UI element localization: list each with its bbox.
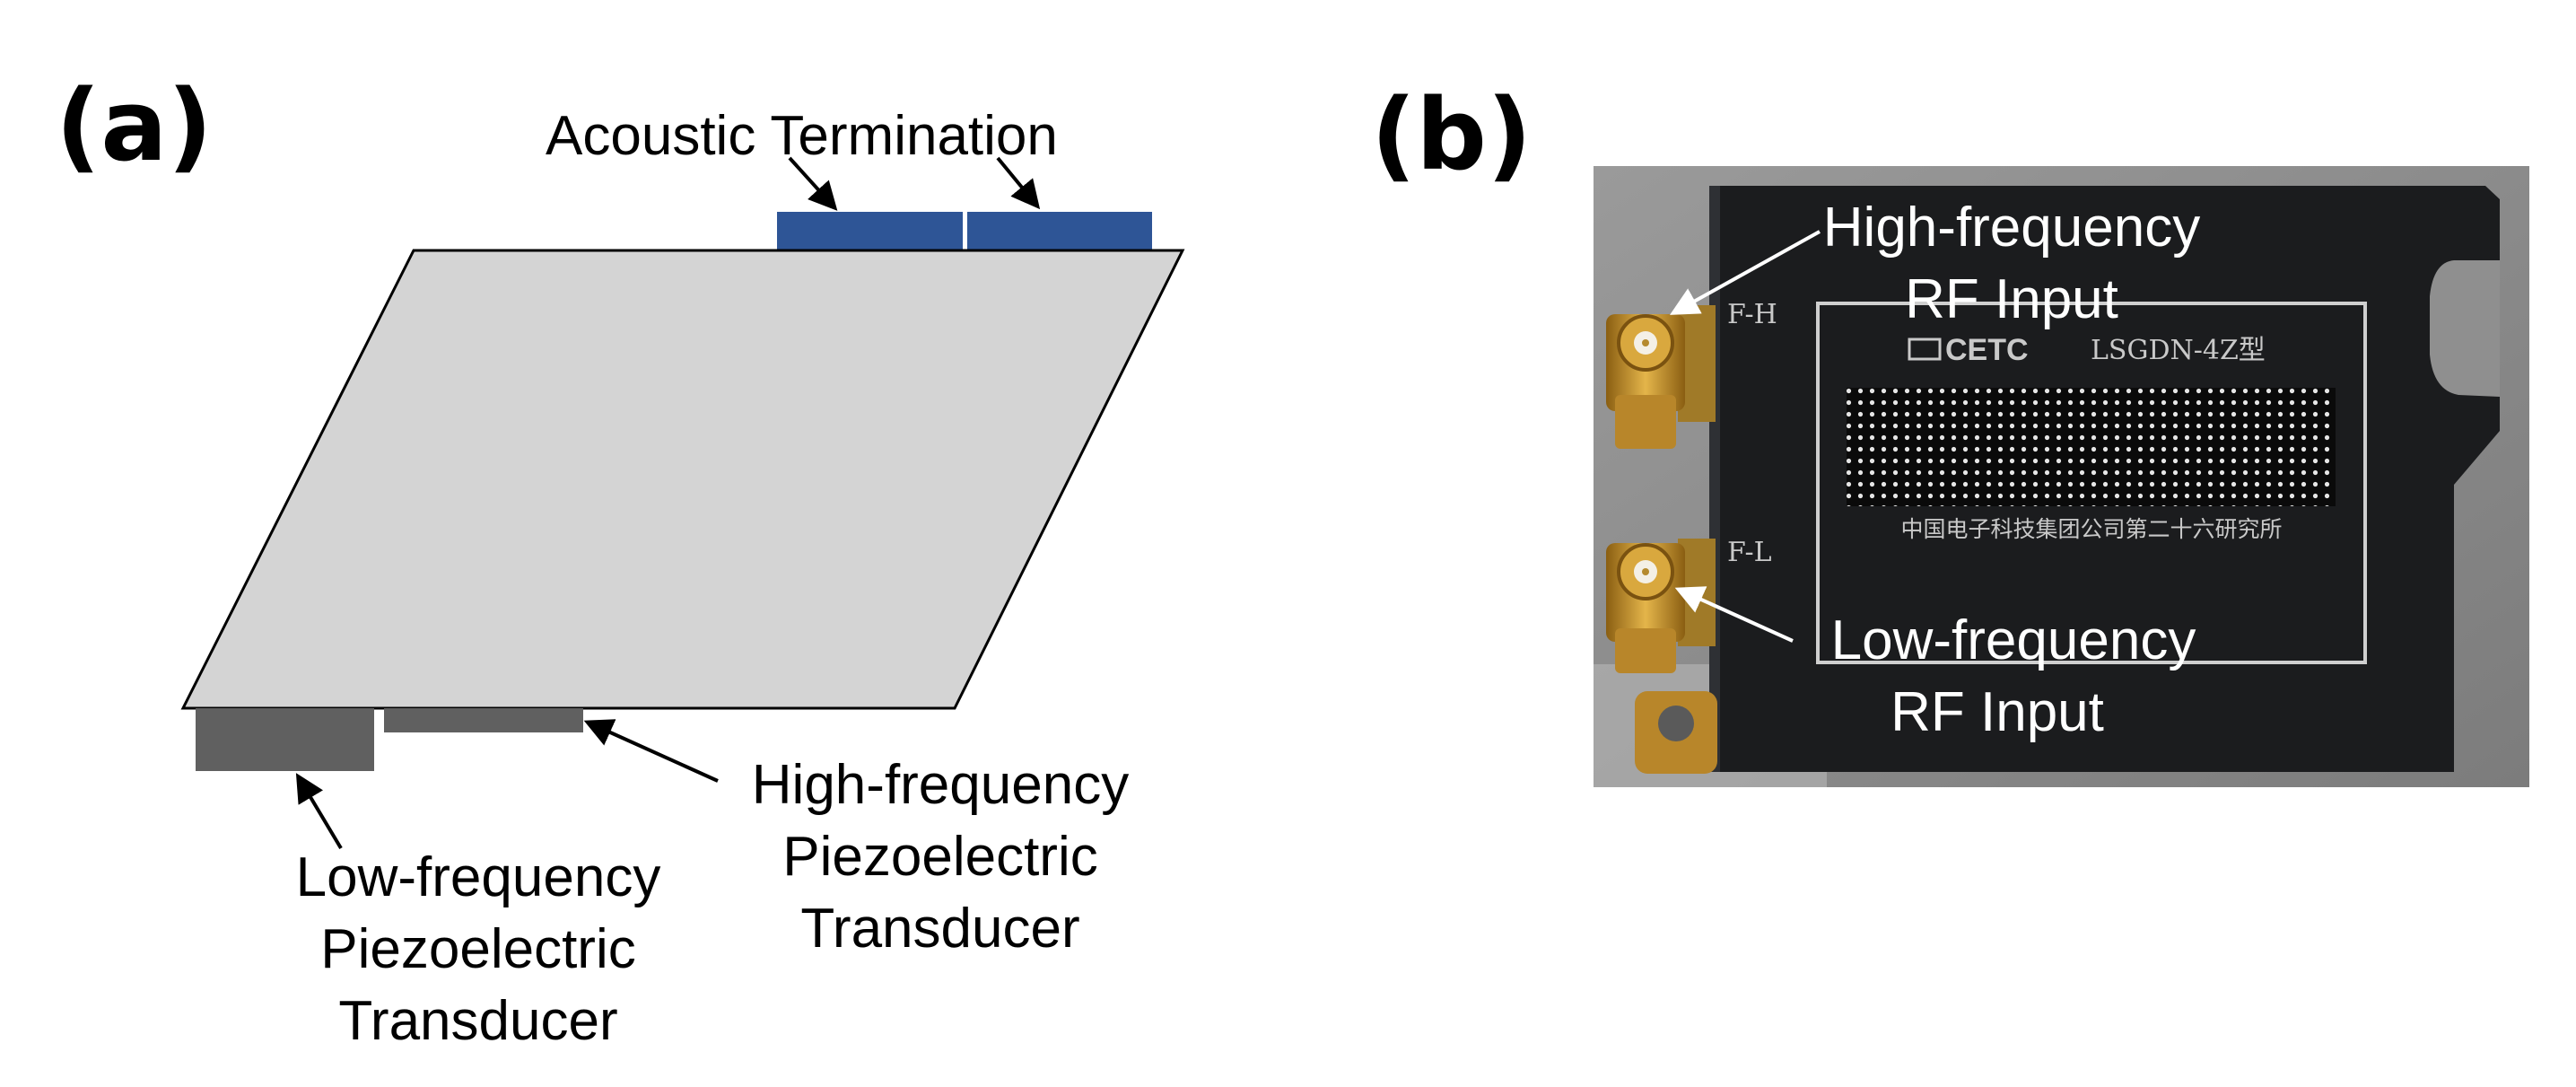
panel-b: (b) CETC LSGDN-4Z型 中国电子科技集团公司第二十六研究所 F-H… xyxy=(1371,77,2529,787)
svg-text:RF Input: RF Input xyxy=(1905,268,2118,330)
svg-text:Low-frequency: Low-frequency xyxy=(296,846,661,908)
svg-text:Transducer: Transducer xyxy=(800,898,1079,960)
high-frequency-transducer-label: High-frequency Piezoelectric Transducer xyxy=(752,754,1129,960)
dot-grid-window xyxy=(1847,388,2336,506)
svg-text:Piezoelectric: Piezoelectric xyxy=(320,918,635,980)
port-marking-high: F-H xyxy=(1727,299,1777,330)
high-frequency-sma-connector xyxy=(1606,305,1716,449)
cetc-logo: CETC xyxy=(1908,333,2029,367)
front-panel-frame xyxy=(1816,302,2367,664)
svg-text:Piezoelectric: Piezoelectric xyxy=(782,826,1097,888)
port-marking-low: F-L xyxy=(1727,537,1772,568)
svg-text:Low-frequency: Low-frequency xyxy=(1831,609,2196,671)
manufacturer-marking: 中国电子科技集团公司第二十六研究所 xyxy=(1900,516,2282,542)
svg-text:RF Input: RF Input xyxy=(1891,681,2104,743)
panel-a: (a) Acoustic Termination High-frequency … xyxy=(56,68,1185,1052)
high-frequency-input-label: High-frequency RF Input xyxy=(1823,197,2200,330)
acoustic-termination-pad-1 xyxy=(777,212,963,252)
svg-text:CETC: CETC xyxy=(1945,333,2029,367)
high-frequency-transducer xyxy=(384,708,583,732)
arrow-high-frequency-input xyxy=(1670,230,1821,315)
arrow-termination-2 xyxy=(996,156,1041,210)
panel-a-letter: (a) xyxy=(56,68,213,183)
low-frequency-transducer-label: Low-frequency Piezoelectric Transducer xyxy=(296,846,661,1052)
svg-text:Transducer: Transducer xyxy=(338,990,617,1052)
low-frequency-transducer xyxy=(196,708,374,771)
mounting-notch xyxy=(2430,260,2500,397)
acoustic-termination-label: Acoustic Termination xyxy=(546,105,1058,167)
arrow-termination-1 xyxy=(788,156,838,211)
low-frequency-input-label: Low-frequency RF Input xyxy=(1831,609,2196,743)
svg-text:High-frequency: High-frequency xyxy=(752,754,1129,816)
mounting-tab xyxy=(1635,691,1717,774)
arrow-low-frequency-transducer xyxy=(295,773,343,850)
panel-b-letter: (b) xyxy=(1371,77,1532,192)
arrow-low-frequency-input xyxy=(1674,586,1794,643)
model-marking: LSGDN-4Z型 xyxy=(2091,335,2266,366)
arrow-high-frequency-transducer xyxy=(583,719,719,783)
acousto-optic-crystal xyxy=(180,249,1185,710)
svg-text:High-frequency: High-frequency xyxy=(1823,197,2200,259)
acoustic-termination-pad-2 xyxy=(967,212,1152,252)
